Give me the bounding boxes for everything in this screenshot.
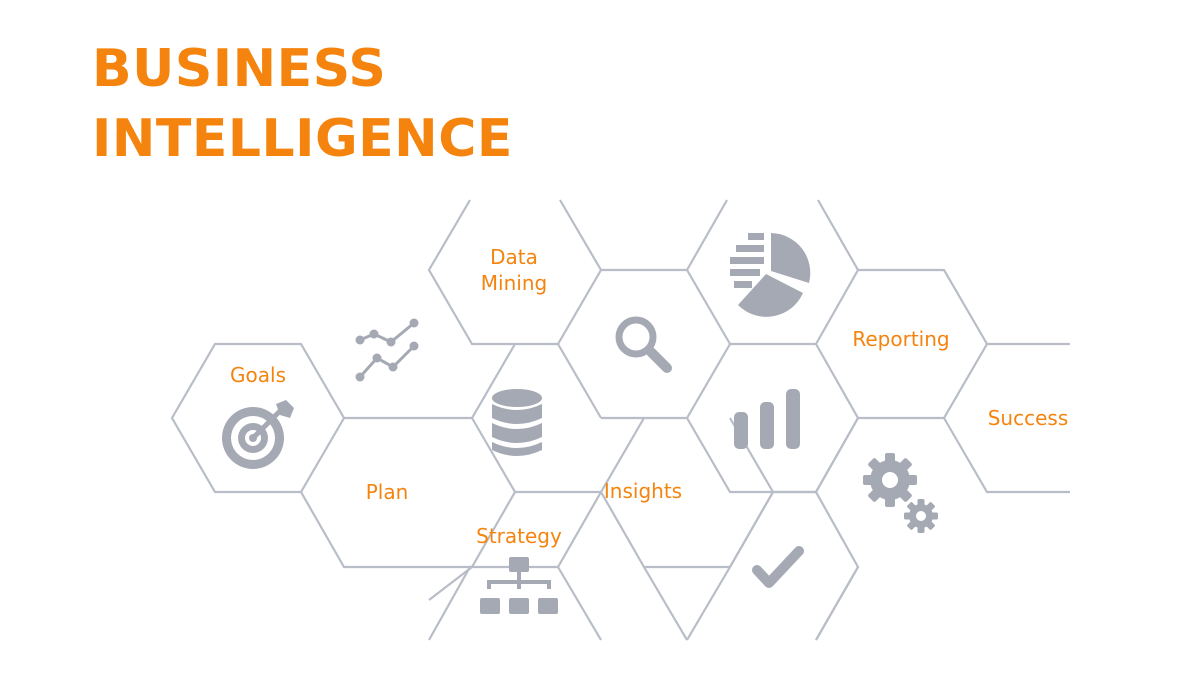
label-reporting: Reporting — [852, 327, 949, 351]
trend-lines-icon — [355, 318, 419, 382]
label-strategy: Strategy — [476, 524, 562, 548]
title-line-1: BUSINESS — [92, 39, 387, 99]
search-icon — [615, 316, 672, 373]
gears-icon — [863, 453, 938, 533]
checkmark-icon — [752, 546, 804, 588]
label-success: Success — [988, 406, 1069, 430]
label-data-mining-line2: Mining — [481, 271, 547, 295]
pie-chart-icon — [730, 233, 811, 317]
label-data-mining-line1: Data — [490, 245, 538, 269]
org-chart-icon — [480, 557, 558, 614]
database-icon — [492, 389, 542, 456]
label-insights: Insights — [604, 479, 682, 503]
label-goals: Goals — [230, 363, 286, 387]
page-title: BUSINESS INTELLIGENCE — [92, 34, 513, 174]
target-icon — [222, 400, 294, 469]
hexagon-grid — [170, 199, 1070, 641]
label-plan: Plan — [366, 480, 409, 504]
bar-chart-icon — [734, 389, 800, 449]
title-line-2: INTELLIGENCE — [92, 109, 513, 169]
